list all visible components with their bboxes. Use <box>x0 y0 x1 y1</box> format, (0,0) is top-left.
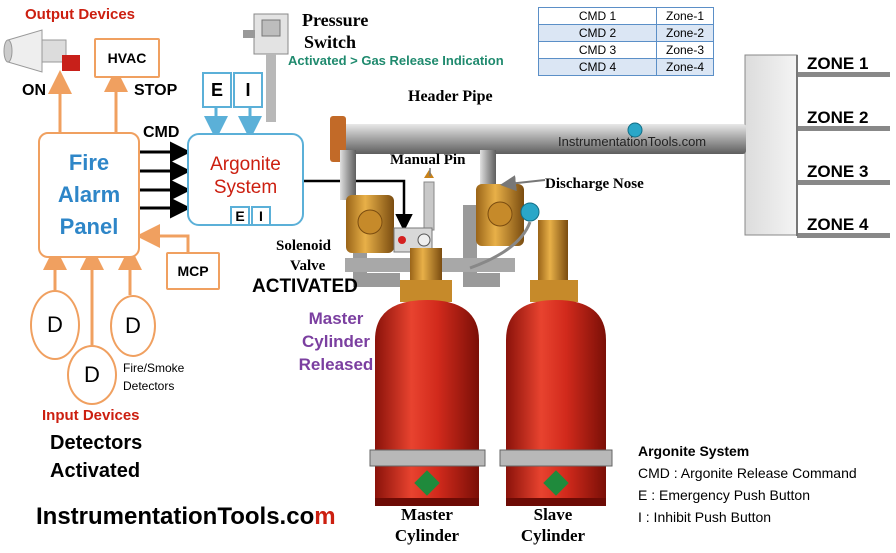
slave-cylinder-line2: Cylinder <box>520 526 586 545</box>
table-cell-cmd: CMD 2 <box>538 24 657 42</box>
solenoid-status: ACTIVATED <box>252 276 358 297</box>
slave-valve-icon <box>476 184 524 246</box>
cmd-zone-table: CMD 1 Zone-1 CMD 2 Zone-2 CMD 3 Zone-3 C… <box>538 7 714 76</box>
pressure-switch-status: Activated > Gas Release Indication <box>288 53 504 68</box>
master-valve-icon <box>346 195 394 253</box>
argonite-i-button[interactable]: I <box>251 206 271 226</box>
stop-label: STOP <box>134 82 178 99</box>
master-cylinder-label: Master Cylinder <box>380 504 474 546</box>
output-devices-title: Output Devices <box>25 6 136 23</box>
mcp-box[interactable]: MCP <box>166 252 220 290</box>
pressure-switch-line2: Switch <box>304 32 357 52</box>
table-cell-cmd: CMD 1 <box>538 7 657 25</box>
on-label: ON <box>22 82 46 99</box>
argonite-line1: Argonite <box>210 154 281 175</box>
master-cylinder-icon <box>369 300 486 506</box>
slave-cylinder-line1: Slave <box>533 505 573 524</box>
detectors-status-1: Detectors <box>50 432 143 454</box>
panel-line2: Alarm <box>57 182 121 207</box>
detectors-status-2: Activated <box>50 460 141 482</box>
cmd-label: CMD <box>143 124 180 141</box>
brand-last: m <box>314 503 336 530</box>
siren-icon <box>3 29 80 73</box>
mcp-label: MCP <box>177 263 209 279</box>
table-row: CMD 1 Zone-1 <box>538 7 714 25</box>
table-cell-cmd: CMD 4 <box>538 58 657 76</box>
master-cylinder-line1: Master <box>401 505 453 524</box>
zone-2-label: ZONE 2 <box>807 108 869 127</box>
detector-3: D <box>110 295 156 357</box>
detectors-caption-1: Fire/Smoke <box>123 361 185 375</box>
legend-title: Argonite System <box>638 443 750 459</box>
table-row: CMD 3 Zone-3 <box>538 41 714 59</box>
hvac-box: HVAC <box>94 38 160 78</box>
detector-1: D <box>30 290 80 360</box>
input-devices-title: Input Devices <box>42 407 140 424</box>
table-cell-zone: Zone-1 <box>656 7 714 25</box>
master-released-line3: Released <box>298 355 374 374</box>
brand-main: InstrumentationTools.co <box>36 503 315 530</box>
header-pipe-label: Header Pipe <box>408 88 493 105</box>
zone-3-label: ZONE 3 <box>807 162 869 181</box>
master-cylinder-line2: Cylinder <box>394 526 460 545</box>
solenoid-line1: Solenoid <box>276 238 332 254</box>
detector-2: D <box>67 345 117 405</box>
zone-4-label: ZONE 4 <box>807 215 869 234</box>
legend-i: I : Inhibit Push Button <box>638 509 772 525</box>
table-row: CMD 4 Zone-4 <box>538 58 714 76</box>
top-e-button[interactable]: E <box>202 72 232 108</box>
legend-cmd: CMD : Argonite Release Command <box>638 465 857 481</box>
argonite-line2: System <box>213 177 278 198</box>
table-cell-zone: Zone-2 <box>656 24 714 42</box>
manual-pin-label: Manual Pin <box>390 152 466 168</box>
legend-e: E : Emergency Push Button <box>638 487 810 503</box>
fire-alarm-panel: Fire Alarm Panel <box>38 132 140 258</box>
detectors-caption-2: Detectors <box>123 379 175 393</box>
solenoid-line2: Valve <box>290 258 326 274</box>
argonite-e-button[interactable]: E <box>230 206 250 226</box>
pipe-watermark: InstrumentationTools.com <box>558 134 707 149</box>
master-released-line1: Master <box>308 309 364 328</box>
master-released-line2: Cylinder <box>301 332 371 351</box>
table-cell-zone: Zone-3 <box>656 41 714 59</box>
table-row: CMD 2 Zone-2 <box>538 24 714 42</box>
zone-1-label: ZONE 1 <box>807 54 869 73</box>
pressure-switch-line1: Pressure <box>302 10 369 30</box>
brand-text: InstrumentationTools.com <box>36 503 336 531</box>
table-cell-zone: Zone-4 <box>656 58 714 76</box>
panel-line3: Panel <box>59 214 119 239</box>
top-i-button[interactable]: I <box>233 72 263 108</box>
master-released-status: Master Cylinder Released <box>296 307 376 376</box>
panel-line1: Fire <box>68 150 110 175</box>
discharge-nose-label: Discharge Nose <box>545 176 644 192</box>
table-cell-cmd: CMD 3 <box>538 41 657 59</box>
legend: Argonite System CMD : Argonite Release C… <box>638 440 857 528</box>
hvac-label: HVAC <box>107 50 147 66</box>
slave-cylinder-icon <box>499 300 613 506</box>
slave-cylinder-label: Slave Cylinder <box>506 504 600 546</box>
